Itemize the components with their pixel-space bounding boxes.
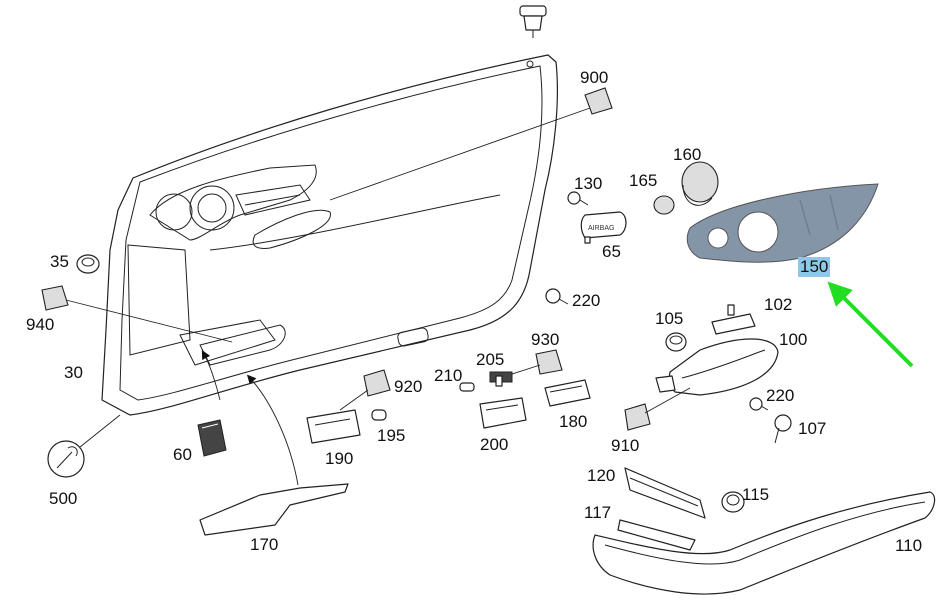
label-180[interactable]: 180 bbox=[559, 412, 588, 431]
label-120[interactable]: 120 bbox=[587, 466, 616, 485]
strip-part-117 bbox=[617, 519, 696, 551]
label-102[interactable]: 102 bbox=[764, 295, 793, 314]
latch-part-60 bbox=[197, 419, 227, 457]
screw-part-220b bbox=[749, 397, 769, 411]
frame-part-120 bbox=[624, 467, 706, 519]
label-105[interactable]: 105 bbox=[655, 309, 684, 328]
label-920[interactable]: 920 bbox=[394, 377, 423, 396]
arrow-latch bbox=[201, 350, 221, 401]
lamp-housing-part-180 bbox=[544, 379, 591, 407]
label-107[interactable]: 107 bbox=[798, 419, 827, 438]
strip-part-170 bbox=[199, 483, 349, 536]
label-900[interactable]: 900 bbox=[580, 68, 609, 87]
small-cap-part-165 bbox=[653, 195, 675, 215]
part-920-shape bbox=[363, 369, 391, 397]
label-160[interactable]: 160 bbox=[673, 145, 702, 164]
lamp-part-200 bbox=[479, 397, 527, 429]
handle-part-100 bbox=[655, 338, 779, 396]
lamp-part-190 bbox=[306, 409, 361, 444]
highlight-pointer-arrow bbox=[827, 281, 914, 368]
label-170[interactable]: 170 bbox=[250, 535, 279, 554]
bracket-part-102 bbox=[711, 304, 756, 335]
bulb-part-210 bbox=[459, 382, 475, 392]
label-100[interactable]: 100 bbox=[779, 330, 808, 349]
door-panel-part-30 bbox=[101, 54, 558, 416]
label-65[interactable]: 65 bbox=[602, 242, 621, 261]
arrow-strip bbox=[246, 374, 299, 486]
switch-part-205 bbox=[489, 371, 513, 387]
label-940[interactable]: 940 bbox=[26, 315, 55, 334]
label-930[interactable]: 930 bbox=[531, 330, 560, 349]
label-500[interactable]: 500 bbox=[49, 489, 78, 508]
bushing-part-105 bbox=[665, 332, 687, 352]
label-205[interactable]: 205 bbox=[476, 350, 505, 369]
label-910[interactable]: 910 bbox=[611, 436, 640, 455]
clip-part-35 bbox=[76, 254, 100, 274]
part-910-shape bbox=[624, 403, 651, 431]
label-195[interactable]: 195 bbox=[377, 426, 406, 445]
screw-part-130 bbox=[567, 191, 589, 206]
label-220a[interactable]: 220 bbox=[572, 291, 601, 310]
bulb-part-195 bbox=[371, 409, 387, 421]
part-900-shape bbox=[584, 87, 613, 115]
bushing-part-115 bbox=[721, 491, 745, 513]
label-110[interactable]: 110 bbox=[895, 536, 923, 555]
label-150-highlighted[interactable]: 150 bbox=[798, 257, 831, 277]
airbag-badge-part-65: AIRBAG bbox=[580, 211, 627, 244]
label-130[interactable]: 130 bbox=[574, 174, 603, 193]
label-117[interactable]: 117 bbox=[584, 503, 612, 522]
wrench-icon-500 bbox=[47, 414, 121, 478]
label-115[interactable]: 115 bbox=[742, 485, 770, 504]
label-35[interactable]: 35 bbox=[50, 252, 69, 271]
cap-part-107 bbox=[774, 414, 792, 444]
speaker-trim-part-150 bbox=[686, 183, 879, 263]
label-220b[interactable]: 220 bbox=[766, 386, 795, 405]
top-clip-part bbox=[519, 5, 547, 38]
label-30[interactable]: 30 bbox=[64, 363, 83, 382]
part-930-shape bbox=[535, 349, 563, 375]
part-940-shape bbox=[41, 285, 69, 311]
label-210[interactable]: 210 bbox=[434, 366, 463, 385]
label-165[interactable]: 165 bbox=[629, 171, 658, 190]
cap-part-160 bbox=[681, 161, 719, 206]
screw-part-220a bbox=[545, 288, 569, 305]
armrest-part-110 bbox=[592, 491, 936, 595]
label-200[interactable]: 200 bbox=[480, 435, 509, 454]
label-190[interactable]: 190 bbox=[325, 449, 354, 468]
label-60[interactable]: 60 bbox=[173, 445, 192, 464]
svg-text:AIRBAG: AIRBAG bbox=[588, 225, 614, 232]
